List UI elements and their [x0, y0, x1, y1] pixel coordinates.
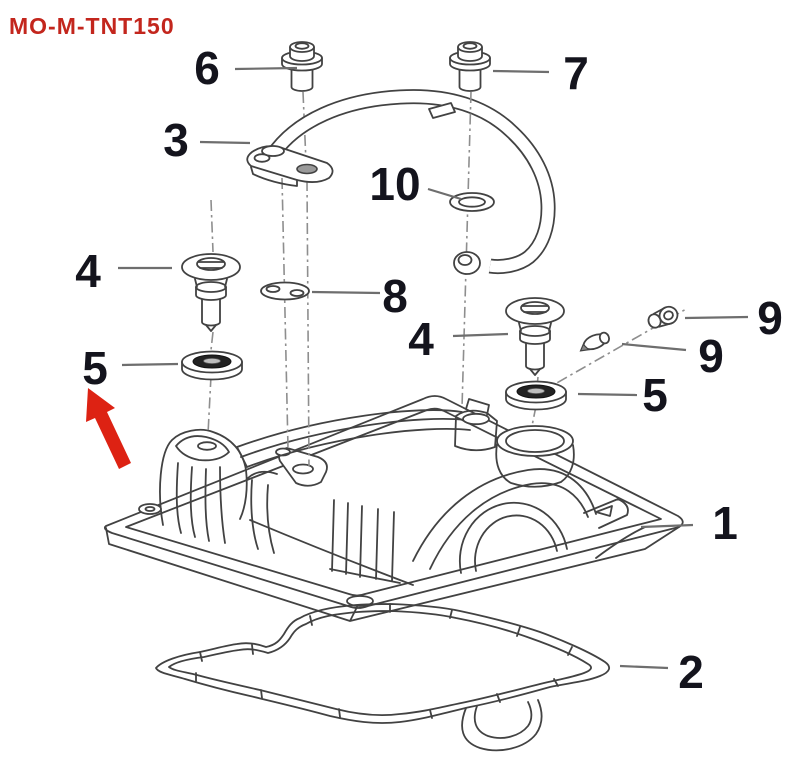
cap-9	[647, 305, 679, 329]
pipe-grommet	[453, 251, 481, 275]
leader-line-part-7	[492, 69, 550, 74]
part-number-label-4: 4	[75, 245, 101, 297]
pipe-flange-3	[246, 145, 334, 187]
leader-line-part-10	[427, 187, 462, 201]
pipe-clamp-tab	[428, 102, 456, 119]
leader-line-part-1	[640, 523, 694, 529]
flange-bolt-7	[449, 41, 491, 92]
part-number-label-1: 1	[712, 497, 738, 549]
part-number-label-4: 4	[408, 313, 434, 365]
seal-washer-5-left	[181, 350, 243, 381]
leader-line-part-2	[619, 664, 669, 670]
part-number-label-10: 10	[369, 158, 420, 210]
leader-line-part-9	[684, 315, 749, 320]
highlight-arrow	[86, 388, 131, 469]
mount-bolt-4-right	[505, 297, 565, 376]
leader-line-part-8	[311, 290, 381, 295]
o-ring-10	[449, 192, 495, 212]
seal-washer-5-right	[505, 380, 567, 411]
screw-9	[579, 331, 610, 352]
leader-line-part-4	[452, 332, 509, 338]
part-number-label-3: 3	[163, 114, 189, 166]
leader-line-part-5	[577, 392, 638, 397]
part-number-label-9: 9	[757, 292, 783, 344]
part-number-label-5: 5	[642, 369, 668, 421]
part-number-label-5: 5	[82, 342, 108, 394]
leader-line-part-5	[121, 362, 179, 367]
flange-bolt-6	[281, 41, 323, 92]
part-number-label-7: 7	[563, 47, 589, 99]
breather-pipe-3	[265, 89, 556, 275]
part-number-label-8: 8	[382, 270, 408, 322]
flange-gasket-8	[260, 281, 310, 301]
mount-bolt-4-left	[181, 253, 241, 332]
leader-line-part-6	[234, 66, 298, 71]
leader-line-part-9	[621, 342, 687, 352]
valve-cover-1	[103, 395, 684, 622]
leader-line-part-3	[199, 140, 251, 145]
part-number-label-6: 6	[194, 42, 220, 94]
part-number-label-9: 9	[698, 330, 724, 382]
cover-gasket-2	[155, 603, 611, 752]
part-number-label-2: 2	[678, 646, 704, 698]
document-code: MO-M-TNT150	[9, 13, 175, 39]
centerline-bolt-7	[461, 91, 472, 409]
